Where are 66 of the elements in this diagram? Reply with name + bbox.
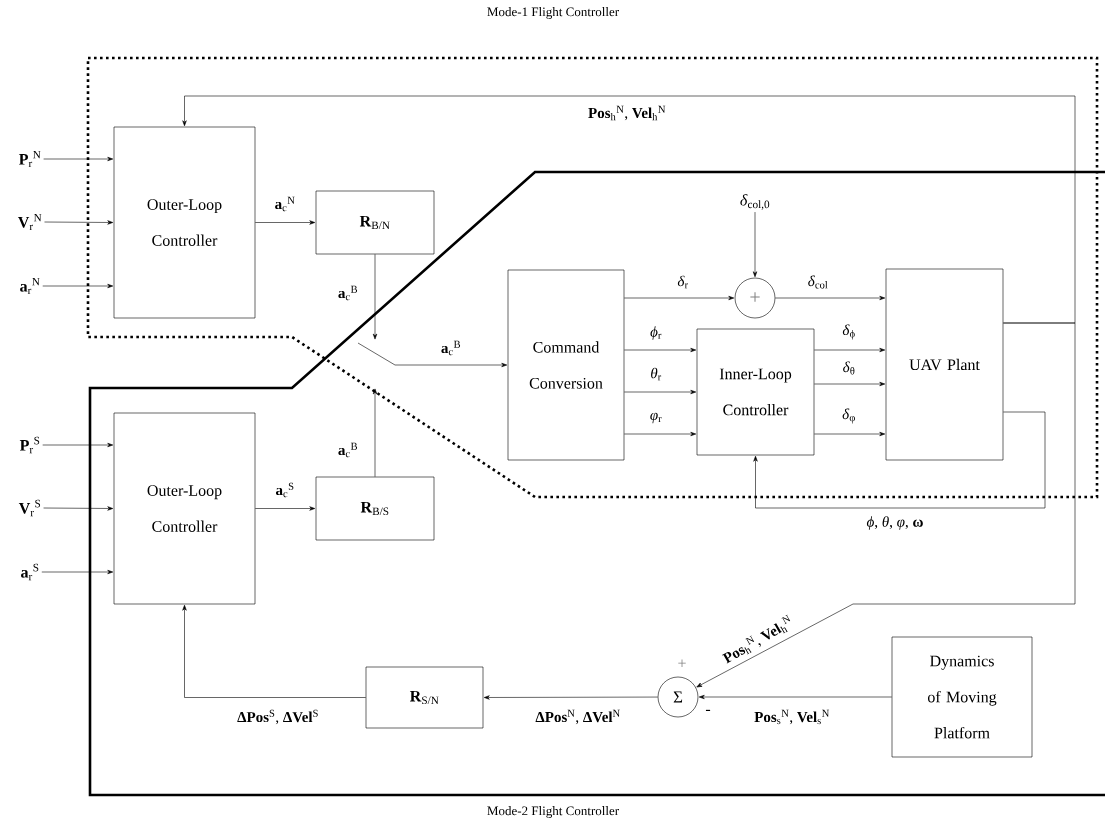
arrow <box>372 254 378 340</box>
summing-junction: + <box>734 277 776 319</box>
arrow <box>182 604 366 698</box>
edge-label: a$_{c}$B <box>336 441 360 459</box>
arrow <box>255 220 316 225</box>
summing-junction: Σ <box>657 676 699 718</box>
block-box: Outer-Loop Controller <box>113 126 256 319</box>
arrow <box>42 283 114 289</box>
edge-label: δ$_{r}$ <box>676 274 690 290</box>
edge-label: δ$_{col}$ <box>806 274 830 290</box>
arrow <box>483 695 658 700</box>
arrow <box>752 211 758 278</box>
edge-label: ΔPos$^{S}$, ΔVel$^{S}$ <box>236 708 320 726</box>
input-signal: V$_{r}$N <box>18 213 42 231</box>
arrow <box>255 506 316 511</box>
arrow <box>753 411 1046 509</box>
edge-label: δ$_{θ}$ <box>841 360 857 376</box>
arrow <box>814 381 886 387</box>
input-signal: a$_{r}$S <box>21 563 39 581</box>
edge-label: δ$_{ϕ}$ <box>841 323 857 341</box>
arrow <box>357 342 508 368</box>
block-box: Dynamics of Moving Platform <box>891 636 1033 758</box>
block-box: R$_{B/N}$ <box>315 190 435 255</box>
arrow <box>44 220 114 225</box>
input-signal: P$_{r}$S <box>19 436 40 454</box>
arrow <box>624 295 735 301</box>
arrow <box>696 322 1076 688</box>
arrow <box>372 388 378 477</box>
block-box: UAV Plant <box>885 268 1004 461</box>
block-box: Command Conversion <box>507 269 625 461</box>
arrow <box>182 95 1076 324</box>
edge-label: θ$_{r}$ <box>649 366 663 382</box>
input-signal: δ$_{col,0}$ <box>740 194 770 210</box>
region-label: Mode-2 Flight Controller <box>487 806 619 818</box>
block-box: Outer-Loop Controller <box>113 412 256 605</box>
sign-label: - <box>705 709 711 712</box>
edge-label: ΔPos$^{N}$, ΔVel$^{N}$ <box>534 708 622 726</box>
edge-label: a$_{c}$S <box>274 481 296 499</box>
arrow <box>814 347 886 353</box>
arrow <box>42 442 114 448</box>
arrow <box>43 506 114 511</box>
edge-label: ϕ, θ, φ, ω <box>865 515 925 531</box>
arrow <box>41 569 114 575</box>
edge-label: ϕ$_{r}$ <box>649 325 663 341</box>
arrow <box>775 295 886 301</box>
edge-label: δ$_{φ}$ <box>841 407 857 425</box>
input-signal: P$_{r}$N <box>18 150 41 168</box>
input-signal: V$_{r}$S <box>18 499 41 517</box>
block-box: R$_{B/S}$ <box>315 476 435 541</box>
edge-label: a$_{c}$B <box>336 284 360 302</box>
arrow <box>624 431 697 437</box>
arrow <box>814 431 886 437</box>
input-signal: a$_{r}$N <box>20 277 40 295</box>
sign-label: + <box>678 659 686 667</box>
edge-label: Pos$_{s}$$^{N}$, Vel$_{s}$N <box>753 708 831 726</box>
block-box: Inner-Loop Controller <box>696 328 815 456</box>
arrow <box>698 694 892 700</box>
block-box: R$_{S/N}$ <box>365 666 484 729</box>
edge-label: φ$_{r}$ <box>648 411 664 425</box>
edge-label: a$_{c}$N <box>273 195 297 213</box>
edge-label: a$_{c}$B <box>439 339 463 357</box>
arrow <box>43 156 114 162</box>
arrow <box>624 389 697 395</box>
arrow <box>624 347 697 353</box>
edge-label: Pos$_{h}$$^{N}$, Vel$_{h}$N <box>587 104 667 122</box>
region-label: Mode-1 Flight Controller <box>487 7 619 19</box>
